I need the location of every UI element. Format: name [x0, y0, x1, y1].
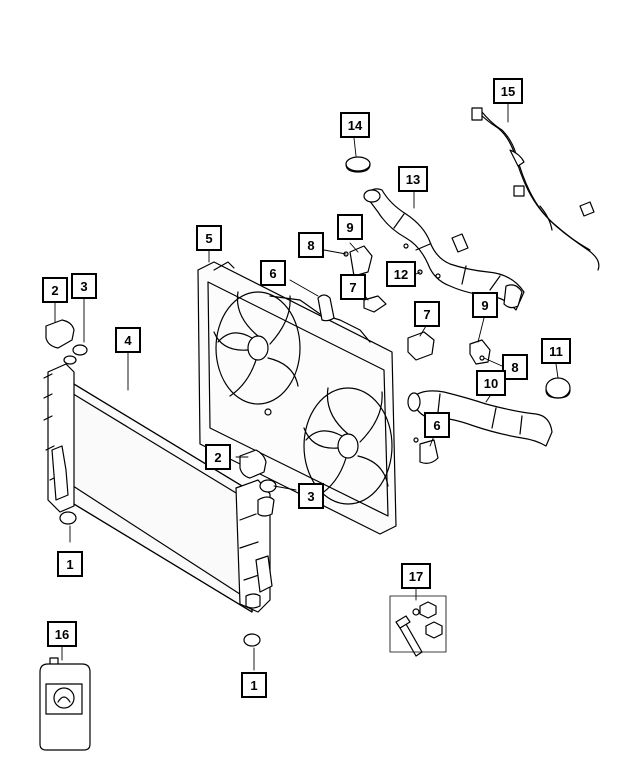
callout-7: 7	[414, 301, 440, 327]
connector-icon	[349, 245, 491, 365]
leader-lines	[54, 103, 559, 671]
callout-1: 1	[57, 551, 83, 577]
radiator-hose-icon	[363, 188, 525, 311]
callout-6: 6	[260, 260, 286, 286]
nut-icon	[412, 601, 443, 639]
callout-16: 16	[47, 621, 77, 647]
hose-clamp-icon	[545, 377, 571, 399]
coolant-jug-icon	[39, 657, 91, 751]
callout-13: 13	[398, 166, 428, 192]
hose-clamp-icon	[345, 156, 371, 173]
callout-5: 5	[196, 225, 222, 251]
callout-3: 3	[71, 273, 97, 299]
callout-8: 8	[298, 232, 324, 258]
callout-10: 10	[476, 370, 506, 396]
callout-12: 12	[386, 261, 416, 287]
callout-15: 15	[493, 78, 523, 104]
rubber-isolator-icon	[45, 319, 277, 647]
callout-7: 7	[340, 274, 366, 300]
callout-14: 14	[340, 112, 370, 138]
callout-6: 6	[424, 412, 450, 438]
callout-2: 2	[205, 444, 231, 470]
callout-9: 9	[337, 214, 363, 240]
bolt-icon	[395, 615, 423, 657]
bracket-icon	[317, 294, 439, 464]
callout-2: 2	[42, 277, 68, 303]
callout-4: 4	[115, 327, 141, 353]
callout-1: 1	[241, 672, 267, 698]
callout-3: 3	[298, 483, 324, 509]
callout-9: 9	[472, 292, 498, 318]
fan-blade-icon	[303, 387, 393, 505]
radiator-icon	[43, 363, 275, 613]
callout-11: 11	[541, 338, 571, 364]
callout-17: 17	[401, 563, 431, 589]
wiring-harness-icon	[471, 107, 600, 271]
callout-8: 8	[502, 354, 528, 380]
fan-blade-icon	[213, 291, 301, 405]
